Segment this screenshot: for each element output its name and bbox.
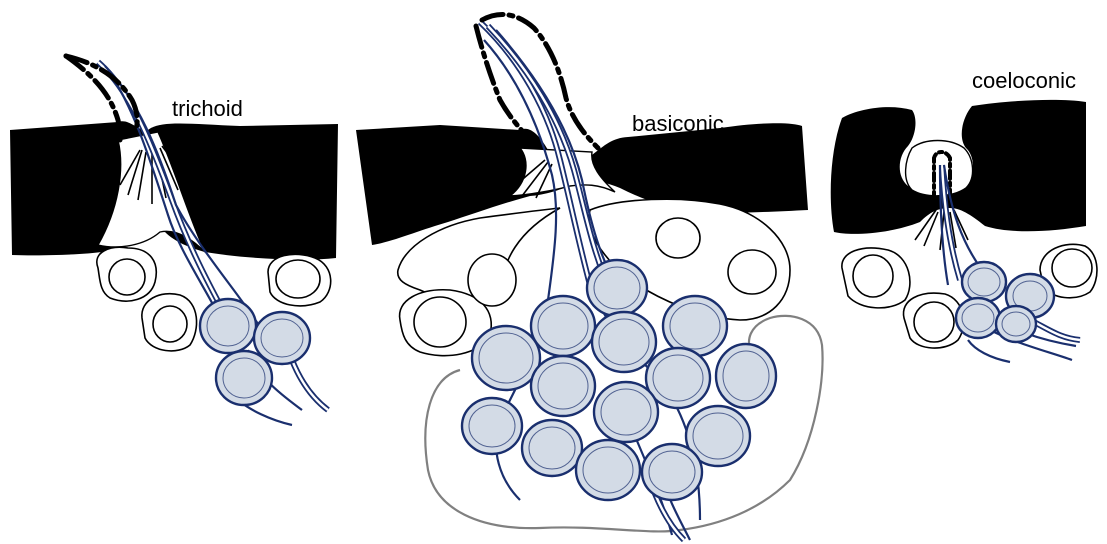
trichoid-support-nucleus	[153, 306, 187, 342]
neuron-cell-body	[531, 356, 595, 416]
neuron-cell-body	[642, 444, 702, 500]
coeloconic-neurons	[956, 262, 1054, 342]
neuron-cell-body	[472, 326, 540, 390]
neuron-cell-body	[592, 312, 656, 372]
basiconic-support-nucleus	[468, 254, 516, 306]
coeloconic-sensillum: coeloconic	[831, 68, 1097, 362]
neuron-cell-body	[522, 420, 582, 476]
trichoid-sensillum: trichoid	[10, 56, 338, 425]
neuron-cell-body	[716, 344, 776, 408]
coeloconic-support-nucleus	[914, 302, 954, 342]
coeloconic-support-nucleus	[1052, 249, 1092, 287]
coeloconic-support-nucleus	[853, 255, 893, 297]
neuron-cell-body	[587, 260, 647, 316]
trichoid-support-nucleus	[276, 260, 320, 298]
coeloconic-label: coeloconic	[972, 68, 1076, 93]
basiconic-support-nucleus	[728, 250, 776, 294]
neuron-cell-body	[576, 440, 640, 500]
neuron-cell-body	[594, 382, 658, 442]
neuron-cell-body	[200, 299, 256, 353]
basiconic-label: basiconic	[632, 111, 724, 136]
basiconic-support-nucleus	[656, 218, 700, 258]
neuron-cell-body	[462, 398, 522, 454]
trichoid-neurons	[200, 299, 310, 405]
basiconic-sensillum: basiconic	[356, 14, 823, 540]
neuron-cell-body	[663, 296, 727, 356]
basiconic-support-nucleus	[414, 297, 466, 347]
trichoid-label: trichoid	[172, 96, 243, 121]
neuron-cell-body	[216, 351, 272, 405]
neuron-cell-body	[531, 296, 595, 356]
trichoid-support-nucleus	[109, 259, 145, 295]
